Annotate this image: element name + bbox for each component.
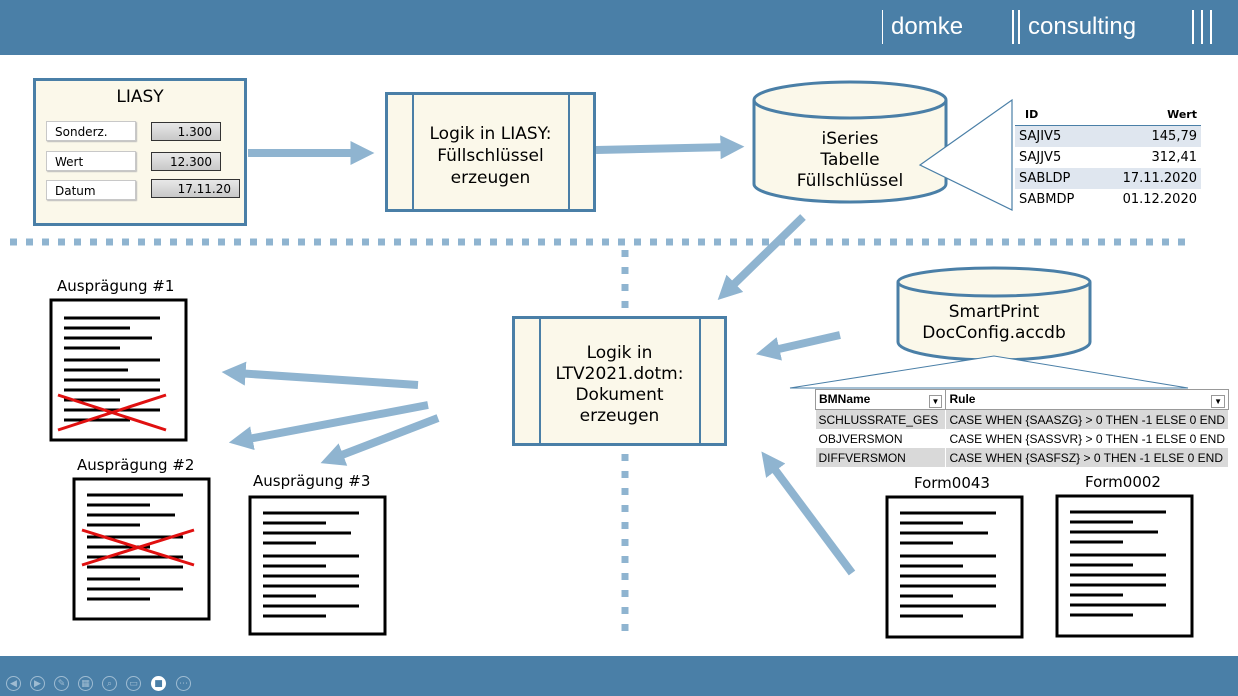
process2-line3: Dokument — [575, 385, 664, 405]
liasy-panel: LIASY Sonderz. 1.300 Wert 12.300 Datum 1… — [33, 78, 247, 226]
divider-1 — [1012, 10, 1014, 44]
arrow-to-output1 — [221, 361, 419, 389]
rule-table-cell: SCHLUSSRATE_GES — [815, 409, 947, 429]
iseries-callout — [918, 98, 1013, 211]
db1-line2: Tabelle — [820, 150, 880, 170]
process1-line3: erzeugen — [450, 168, 531, 188]
zoom-icon[interactable]: ⌕ — [102, 676, 117, 691]
divider-3 — [1192, 10, 1194, 44]
smartprint-callout — [789, 355, 1189, 389]
wert-table-cell: SABLDP — [1019, 171, 1071, 186]
output2-label: Ausprägung #2 — [77, 456, 195, 474]
slides-icon[interactable]: ▦ — [78, 676, 93, 691]
document-output2 — [72, 477, 211, 621]
document-form0002 — [1055, 494, 1194, 638]
rule-table-cell: CASE WHEN {SAASZG} > 0 THEN -1 ELSE 0 EN… — [945, 409, 1229, 429]
process1-line1: Logik in LIASY: — [429, 124, 552, 144]
document-output3 — [248, 495, 387, 636]
arrow-to-output3 — [320, 414, 440, 466]
arrow-logic-to-iseries — [595, 135, 745, 160]
document-output1 — [49, 298, 188, 442]
wert-table-cell: 145,79 — [1151, 129, 1198, 144]
field-label-sonderz: Sonderz. — [46, 121, 136, 141]
brand-domke: domke — [882, 10, 963, 44]
wert-table-header-id: ID — [1025, 108, 1039, 121]
rule-table-cell: DIFFVERSMON — [815, 448, 947, 467]
field-label-datum: Datum — [46, 180, 136, 200]
wert-table-cell: 312,41 — [1151, 150, 1198, 165]
camera-icon[interactable]: ■ — [151, 676, 166, 691]
rule-table-cell: CASE WHEN {SASSVR} > 0 THEN -1 ELSE 0 EN… — [945, 429, 1229, 448]
divider-2 — [1018, 10, 1020, 44]
wert-table-header-wert: Wert — [1167, 108, 1197, 121]
subtitles-icon[interactable]: ▭ — [126, 676, 141, 691]
brand-consulting: consulting — [1028, 13, 1137, 40]
field-label-wert: Wert — [46, 151, 136, 171]
divider-5 — [1210, 10, 1212, 44]
rule-table-header-bmname: BMName ▼ — [814, 389, 947, 410]
rule-table-cell: OBJVERSMON — [815, 429, 947, 448]
wert-table-cell: SABMDP — [1019, 192, 1075, 207]
form0043-label: Form0043 — [914, 474, 990, 492]
next-icon[interactable]: ▶ — [30, 676, 45, 691]
arrow-forms-to-logic2 — [761, 451, 856, 576]
form0002-label: Form0002 — [1085, 473, 1161, 491]
divider-4 — [1201, 10, 1203, 44]
rule-table: BMName ▼ Rule ▼ SCHLUSSRATE_GES CASE WHE… — [814, 389, 1229, 467]
process2-line1: Logik in — [586, 343, 653, 363]
footer-bar — [0, 656, 1238, 696]
more-options-icon[interactable]: ⋯ — [176, 676, 191, 691]
output3-label: Ausprägung #3 — [253, 472, 371, 490]
arrow-smartprint-to-logic2 — [755, 331, 841, 361]
db1-line1: iSeries — [821, 129, 879, 149]
iseries-database — [752, 80, 948, 204]
wert-table-cell: SAJIV5 — [1019, 129, 1062, 144]
process-logik-ltv: Logik in LTV2021.dotm: Dokument erzeugen — [512, 316, 727, 446]
db2-line2: DocConfig.accdb — [922, 323, 1066, 343]
previous-icon[interactable]: ◀ — [6, 676, 21, 691]
smartprint-database — [896, 266, 1092, 362]
document-form0043 — [885, 495, 1024, 639]
rule-table-header-rule: Rule ▼ — [945, 389, 1229, 410]
liasy-title: LIASY — [116, 87, 164, 107]
wert-table: ID Wert SAJIV5 145,79 SAJJV5 312,41 SABL… — [1015, 104, 1201, 210]
process1-line2: Füllschlüssel — [437, 146, 544, 166]
header-bar — [0, 0, 1238, 55]
filter-dropdown-icon[interactable]: ▼ — [928, 394, 943, 408]
output1-label: Ausprägung #1 — [57, 277, 175, 295]
db2-line1: SmartPrint — [948, 302, 1040, 322]
wert-table-cell: SAJJV5 — [1019, 150, 1062, 165]
field-value-wert: 12.300 — [151, 152, 221, 171]
process2-line4: erzeugen — [579, 406, 660, 426]
arrow-to-output2 — [228, 401, 429, 451]
field-value-sonderz: 1.300 — [151, 122, 221, 141]
pen-icon[interactable]: ✎ — [54, 676, 69, 691]
rule-table-cell: CASE WHEN {SASFSZ} > 0 THEN -1 ELSE 0 EN… — [945, 448, 1229, 467]
wert-table-cell: 17.11.2020 — [1122, 171, 1197, 186]
process-logik-liasy: Logik in LIASY: Füllschlüssel erzeugen — [385, 92, 596, 212]
wert-table-cell: 01.12.2020 — [1122, 192, 1197, 207]
process2-line2: LTV2021.dotm: — [555, 364, 684, 384]
filter-dropdown-icon[interactable]: ▼ — [1211, 394, 1225, 408]
field-value-datum: 17.11.20 — [151, 179, 240, 198]
db1-line3: Füllschlüssel — [796, 171, 904, 191]
arrow-iseries-to-logic2 — [717, 214, 806, 301]
